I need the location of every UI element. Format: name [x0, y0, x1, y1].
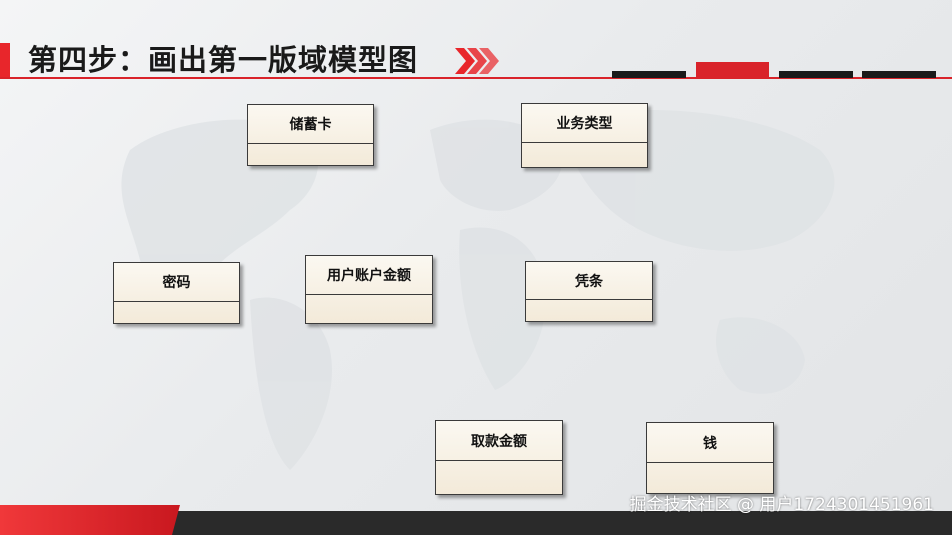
- class-box-qian[interactable]: 钱: [646, 422, 774, 494]
- class-box-yewuleixing[interactable]: 业务类型: [521, 103, 648, 168]
- chevron-right-icon: [455, 48, 499, 74]
- footer-red-stripe: [0, 505, 180, 535]
- class-box-chuxuka[interactable]: 储蓄卡: [247, 104, 374, 166]
- class-name: 用户账户金额: [306, 256, 432, 295]
- class-name: 储蓄卡: [248, 105, 373, 144]
- title-accent-bar: [0, 43, 10, 77]
- class-box-qukuanjine[interactable]: 取款金额: [435, 420, 563, 495]
- class-name: 钱: [647, 423, 773, 463]
- deco-block-1: [612, 71, 686, 78]
- class-name: 取款金额: [436, 421, 562, 461]
- title-underline: [0, 77, 952, 79]
- class-name: 凭条: [526, 262, 652, 300]
- class-box-pingtiao[interactable]: 凭条: [525, 261, 653, 322]
- deco-block-3: [779, 71, 853, 78]
- slide-title: 第四步：画出第一版域模型图: [28, 43, 419, 77]
- deco-block-4: [862, 71, 936, 78]
- class-box-mima[interactable]: 密码: [113, 262, 240, 324]
- class-name: 密码: [114, 263, 239, 302]
- deco-block-2: [696, 62, 769, 78]
- class-box-yonghuzhanghujine[interactable]: 用户账户金额: [305, 255, 433, 324]
- class-name: 业务类型: [522, 104, 647, 143]
- watermark-text: 掘金技术社区 @ 用户1724301451961: [629, 495, 934, 515]
